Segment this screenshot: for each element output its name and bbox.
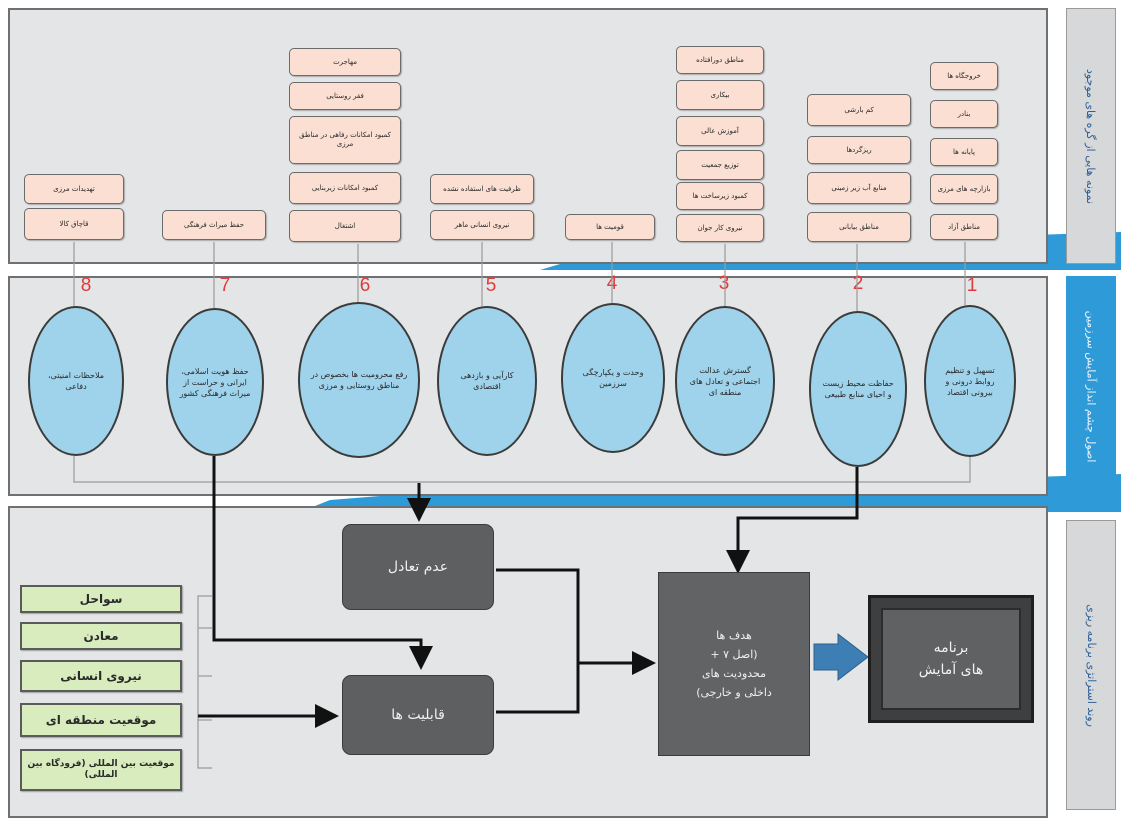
issue-box: اشتغال	[289, 210, 401, 242]
issue-box: ریزگردها	[807, 136, 911, 164]
issue-box: نیروی انسانی ماهر	[430, 210, 534, 240]
side-label-principles: اصول چشم انداز آمایش سرزمین	[1066, 276, 1116, 496]
issue-box: حفظ میراث فرهنگی	[162, 210, 266, 240]
principle-number-3: 3	[718, 273, 730, 294]
side-label-strategy: روند استراتژی برنامه ریزی	[1066, 520, 1116, 810]
imbalance-box: عدم تعادل	[342, 524, 494, 610]
issue-box: مناطق دورافتاده	[676, 46, 764, 74]
principle-ellipse-4: وحدت و یکپارچگی سرزمین	[561, 303, 665, 453]
principle-number-1: 1	[966, 275, 978, 296]
resource-box: معادن	[20, 622, 182, 650]
principle-number-6: 6	[359, 275, 371, 296]
resource-box: موقعیت منطقه ای	[20, 703, 182, 737]
side-label-issues: نمونه هایی از گره های موجود	[1066, 8, 1116, 264]
resource-box: نیروی انسانی	[20, 660, 182, 692]
capabilities-box: قابلیت ها	[342, 675, 494, 755]
issue-box: کمبود امکانات رفاهی در مناطق مرزی	[289, 116, 401, 164]
issue-box: قاچاق کالا	[24, 208, 124, 240]
program-box-inner: برنامه های آمایش	[881, 608, 1021, 710]
issue-box: کمبود زیرساخت ها	[676, 182, 764, 210]
principle-ellipse-2: حفاظت محیط زیست و احیای منابع طبیعی	[809, 311, 907, 467]
issue-box: مناطق آزاد	[930, 214, 998, 240]
issue-box: تهدیدات مرزی	[24, 174, 124, 204]
issue-box: بازارچه های مرزی	[930, 174, 998, 204]
principle-number-8: 8	[80, 275, 92, 296]
issue-box: بنادر	[930, 100, 998, 128]
principle-ellipse-5: کارآیی و بازدهی اقتصادی	[437, 306, 537, 456]
issue-box: بیکاری	[676, 80, 764, 110]
side-label-principles-text: اصول چشم انداز آمایش سرزمین	[1084, 310, 1098, 462]
principle-number-2: 2	[852, 273, 864, 294]
issue-box: مناطق بیابانی	[807, 212, 911, 242]
principle-ellipse-3: گسترش عدالت اجتماعی و تعادل های منطقه ای	[675, 306, 775, 456]
issue-box: کمبود امکانات زیربنایی	[289, 172, 401, 204]
principle-ellipse-6: رفع محرومیت ها بخصوص در مناطق روستایی و …	[298, 302, 420, 458]
principle-number-5: 5	[485, 275, 497, 296]
issue-box: نیروی کار جوان	[676, 214, 764, 242]
program-box: برنامه های آمایش	[868, 595, 1034, 723]
issue-box: پایانه ها	[930, 138, 998, 166]
issue-box: آموزش عالی	[676, 116, 764, 146]
principle-ellipse-7: حفظ هویت اسلامی، ایرانی و حراست از میراث…	[166, 308, 264, 456]
issue-box: منابع آب زیر زمینی	[807, 172, 911, 204]
issue-box: مهاجرت	[289, 48, 401, 76]
issue-box: فقر روستایی	[289, 82, 401, 110]
goals-box: هدف ها (اصل ۷ + محدودیت های داخلی و خارج…	[658, 572, 810, 756]
issue-box: خروجگاه ها	[930, 62, 998, 90]
resource-box: موقعیت بین المللی (فرودگاه بین المللی)	[20, 749, 182, 791]
resource-box: سواحل	[20, 585, 182, 613]
principle-ellipse-1: تسهیل و تنظیم روابط درونی و بیرونی اقتصا…	[924, 305, 1016, 457]
side-label-strategy-text: روند استراتژی برنامه ریزی	[1084, 603, 1098, 727]
principle-number-4: 4	[606, 273, 618, 294]
issue-box: ظرفیت های استفاده نشده	[430, 174, 534, 204]
issue-box: توزیع جمعیت	[676, 150, 764, 180]
issue-box: کم بارشی	[807, 94, 911, 126]
issue-box: قومیت ها	[565, 214, 655, 240]
principle-number-7: 7	[219, 275, 231, 296]
side-label-issues-text: نمونه هایی از گره های موجود	[1084, 68, 1098, 204]
principle-ellipse-8: ملاحظات امنیتی، دفاعی	[28, 306, 124, 456]
